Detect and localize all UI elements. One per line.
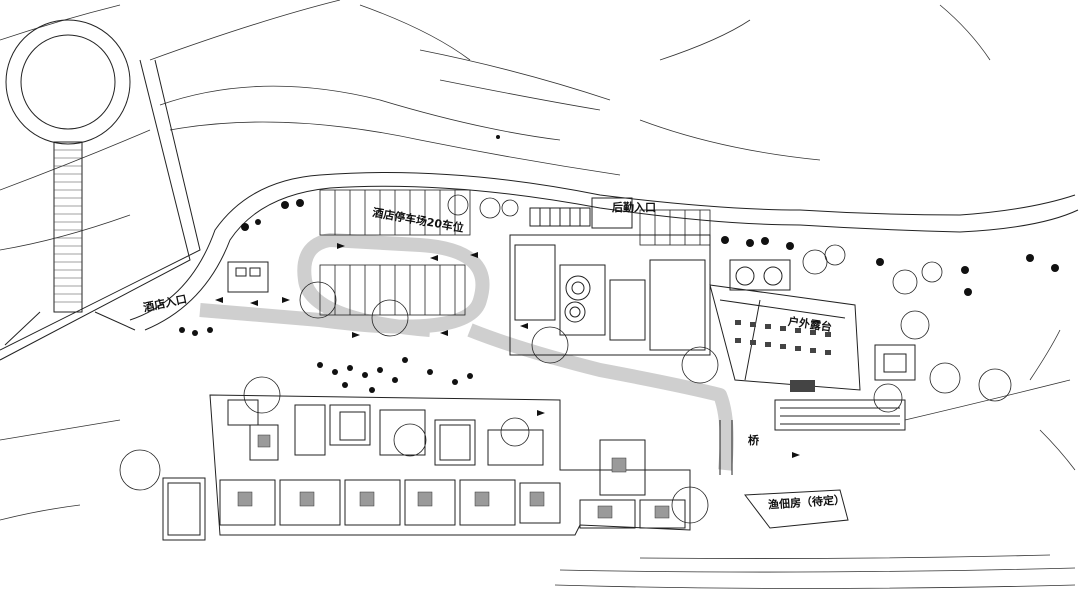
circular-pond xyxy=(4,19,136,346)
main-road-boundary xyxy=(129,172,1079,331)
contour-lines-bottom xyxy=(0,329,1076,589)
side-road xyxy=(0,59,201,361)
shrub-dots xyxy=(179,135,1059,393)
outdoor-terrace xyxy=(709,259,916,431)
label-service-entrance: 后勤入口 xyxy=(612,201,656,214)
terrace-tables xyxy=(735,320,831,392)
pool xyxy=(162,477,206,541)
bridge-walkway xyxy=(719,420,733,475)
parking-stalls xyxy=(319,189,711,316)
room-furniture xyxy=(237,434,670,519)
label-bridge: 桥 xyxy=(748,434,759,447)
entrance-kiosk xyxy=(227,261,269,293)
direction-arrows xyxy=(215,243,800,458)
main-building xyxy=(509,197,711,356)
pond-stair-treads xyxy=(54,149,82,303)
guest-room-block xyxy=(209,394,691,536)
driveway-loop xyxy=(199,233,734,471)
retrofit-house-outline xyxy=(744,489,849,529)
contour-lines-top xyxy=(0,0,991,251)
tree-canopies xyxy=(119,194,1012,524)
